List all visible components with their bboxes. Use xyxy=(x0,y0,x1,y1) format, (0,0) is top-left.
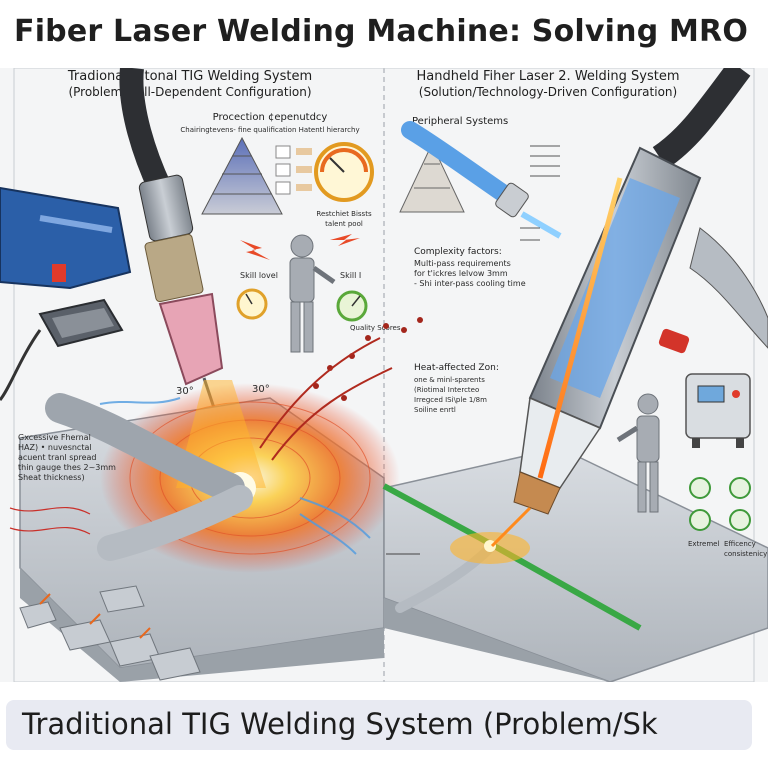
workpiece-plate-right xyxy=(383,447,768,682)
complexity-2: Multi-pass requirements xyxy=(414,259,511,268)
hierarchy-title: Procection ¢epenutdcy xyxy=(213,112,328,123)
tig-torch xyxy=(119,68,236,469)
operator-figure-icon xyxy=(616,393,660,513)
coolant-nozzle-icon xyxy=(401,121,562,239)
quality-gauge-icon xyxy=(314,142,374,202)
skill-gauge-icon xyxy=(236,288,368,322)
peripheral-title: Peripheral Systems xyxy=(412,116,508,127)
left-subheading: (Problem/Skill-Dependent Configuration) xyxy=(68,85,311,99)
simplified-pyramid xyxy=(399,142,465,213)
hierarchy-pyramid xyxy=(201,136,283,215)
complexity-3: for t'ickres lelvow 3mm xyxy=(414,269,508,278)
bottom-label-2: Efficency xyxy=(724,540,756,548)
haz-4: Irregced ISi\ple 1/8m xyxy=(414,396,487,404)
hierarchy-sub: Chairingtevens- fine qualification Haten… xyxy=(180,126,359,134)
skill-label-left: Skill lovel xyxy=(240,271,278,280)
spatter-arcs xyxy=(259,337,393,461)
complexity-4: - Shi inter-pass cooling time xyxy=(414,279,526,288)
illustration-svg: Tradiona Antonal TIG Welding System (Pro… xyxy=(0,68,768,682)
angle-label-left: 30° xyxy=(176,386,194,397)
quality-label: Quality Scores xyxy=(350,324,401,332)
haz-3: (Riotimal Intercteo xyxy=(414,386,479,394)
distortion-arrows xyxy=(39,593,151,639)
haz-1: Heat-affected Zon: xyxy=(414,363,499,373)
heat-note-5: Sheat thickness) xyxy=(18,473,85,482)
foot-pedal-icon xyxy=(0,298,124,401)
heat-note-3: acuent tranl spread xyxy=(18,453,96,462)
weld-bead-left xyxy=(45,393,245,503)
heat-note-1: Gxcessive Fhernal xyxy=(18,433,91,442)
right-heading: Handheld Fiher Laser 2. Welding System xyxy=(417,69,680,84)
caption-box: Traditional TIG Welding System (Problem/… xyxy=(6,700,752,750)
page-title: Fiber Laser Welding Machine: Solving MRO xyxy=(14,14,749,49)
laser-source-unit xyxy=(685,373,751,448)
benefit-icons xyxy=(689,477,751,531)
heat-note-2: HAZ) • nuvesnctal xyxy=(18,443,92,452)
caption-text: Traditional TIG Welding System (Problem/… xyxy=(22,707,658,741)
heat-note-4: thin gauge thes 2~3mm xyxy=(18,463,116,472)
comparison-illustration: Tradiona Antonal TIG Welding System (Pro… xyxy=(0,68,768,682)
bottom-label-1: Extremel xyxy=(688,540,719,548)
shielding-gas-lines xyxy=(99,397,371,555)
complexity-1: Complexity factors: xyxy=(414,247,502,257)
welder-figure-icon xyxy=(289,234,336,353)
peripheral-note-lines xyxy=(520,145,560,241)
haz-5: Soiline enrtl xyxy=(414,406,456,414)
wire-feeder-device xyxy=(0,186,132,290)
talent-note-1: Restchiet Bissts xyxy=(316,210,372,218)
title-bar: Fiber Laser Welding Machine: Solving MRO xyxy=(0,0,768,68)
talent-note-2: talent pool xyxy=(325,220,363,228)
lightning-icon xyxy=(240,234,360,260)
right-subheading: (Solution/Technology-Driven Configuratio… xyxy=(419,85,677,99)
angle-label-right: 30° xyxy=(252,384,270,395)
bottom-label-3: consistenicy xyxy=(724,550,767,558)
heat-waves xyxy=(9,506,91,535)
distorted-samples xyxy=(19,585,201,681)
laser-welding-gun xyxy=(490,68,768,548)
checklist-icon xyxy=(275,145,312,195)
skill-label-right: Skill I xyxy=(340,271,361,280)
left-heading: Tradiona Antonal TIG Welding System xyxy=(67,69,312,84)
haz-2: one & minl-sparents xyxy=(414,376,485,384)
